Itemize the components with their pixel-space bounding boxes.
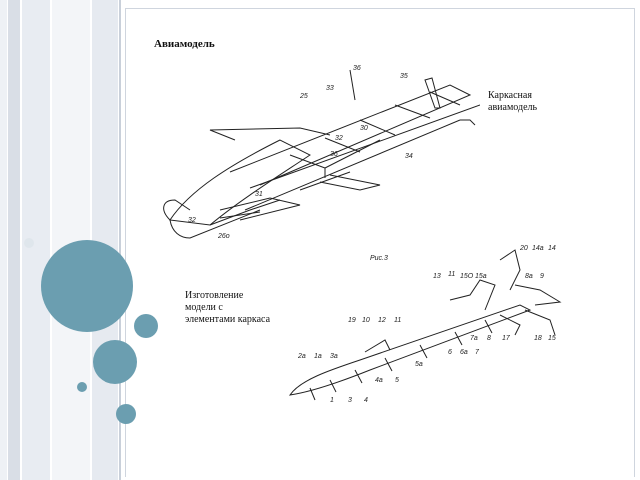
background-stripe-1 (0, 0, 7, 480)
drawing-label: 31 (255, 191, 263, 198)
drawing-label: 20 (519, 245, 528, 252)
drawing-label: 1а (314, 353, 322, 360)
drawing-label: 14 (548, 245, 556, 252)
drawing-label: 15а (475, 273, 487, 280)
drawing-label: 32 (335, 135, 343, 142)
background-stripe-2 (8, 0, 20, 480)
drawing-label: 8 (487, 335, 491, 342)
drawing-label: 26о (217, 233, 230, 240)
drawing-label: 36 (353, 65, 361, 72)
decor-circle-small-2 (116, 404, 136, 424)
drawing-label: 14а (532, 245, 544, 252)
drawing-label: 12 (378, 317, 386, 324)
drawing-label: 33 (326, 85, 334, 92)
drawing-label: Рис.3 (370, 255, 388, 262)
drawing-label: 5а (415, 361, 423, 368)
drawing-label: 6а (460, 349, 468, 356)
drawing-label: 4а (375, 377, 383, 384)
drawing-label: 2а (297, 353, 306, 360)
drawing-label: 3 (348, 397, 352, 404)
drawing-label: 5 (395, 377, 399, 384)
drawing-label: 34 (405, 153, 413, 160)
drawing-label: 36 (330, 151, 338, 158)
drawing-label: 19 (348, 317, 356, 324)
drawing-label: 4 (364, 397, 368, 404)
rocket-model-drawing: Рис.3 20 14а 14 13 11 15О 15а 8а 9 19 10… (288, 245, 562, 404)
drawing-label: 9 (540, 273, 544, 280)
drawing-label: 7а (470, 335, 478, 342)
drawing-label: 15О (460, 273, 474, 280)
decor-circle-large (41, 240, 133, 332)
drawing-label: 32 (188, 217, 196, 224)
decor-circle-small-1 (134, 314, 158, 338)
caption-frame-model: Каркасная авиамодель (488, 90, 538, 113)
background-stripe-6 (119, 0, 121, 480)
drawing-label: 6 (448, 349, 452, 356)
drawing-label: 18 (534, 335, 542, 342)
slide-title: Авиамодель (154, 38, 215, 50)
decor-circle-medium (93, 340, 137, 384)
drawing-label: 35 (400, 73, 408, 80)
drawing-label: 3а (330, 353, 338, 360)
drawing-label: 10 (362, 317, 370, 324)
drawing-label: 17 (502, 335, 511, 342)
drawing-label: 30 (360, 125, 368, 132)
decor-circle-tiny (77, 382, 87, 392)
caption-rocket-model: Изготовление модели с элементами каркаса (185, 290, 271, 325)
drawing-label: 13 (433, 273, 441, 280)
drawing-label: 8а (525, 273, 533, 280)
drawing-label: 1 (330, 397, 334, 404)
drawing-label: 7 (475, 349, 480, 356)
drawing-label: 15 (548, 335, 556, 342)
decor-circle-outline (24, 238, 34, 248)
drawing-label: 25 (299, 93, 308, 100)
drawing-label: 11 (448, 271, 455, 278)
airframe-model-drawing: 36 35 33 25 30 32 36 34 31 32 26о (163, 65, 480, 240)
drawing-label: 11 (394, 317, 401, 324)
slide-frame (125, 8, 635, 477)
